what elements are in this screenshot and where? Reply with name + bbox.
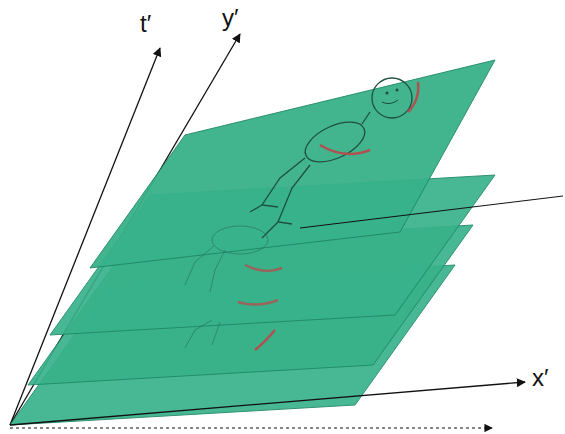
- time-slices: [10, 60, 495, 425]
- dashed-axis: [10, 427, 492, 428]
- stick-figure: [250, 78, 412, 238]
- slice-line: [300, 196, 563, 228]
- axis-label: t′: [140, 12, 151, 36]
- faded-figures: [185, 226, 268, 348]
- axis-label: x′: [532, 366, 549, 390]
- axis-label: y′: [222, 6, 239, 30]
- x-axis: [10, 382, 525, 425]
